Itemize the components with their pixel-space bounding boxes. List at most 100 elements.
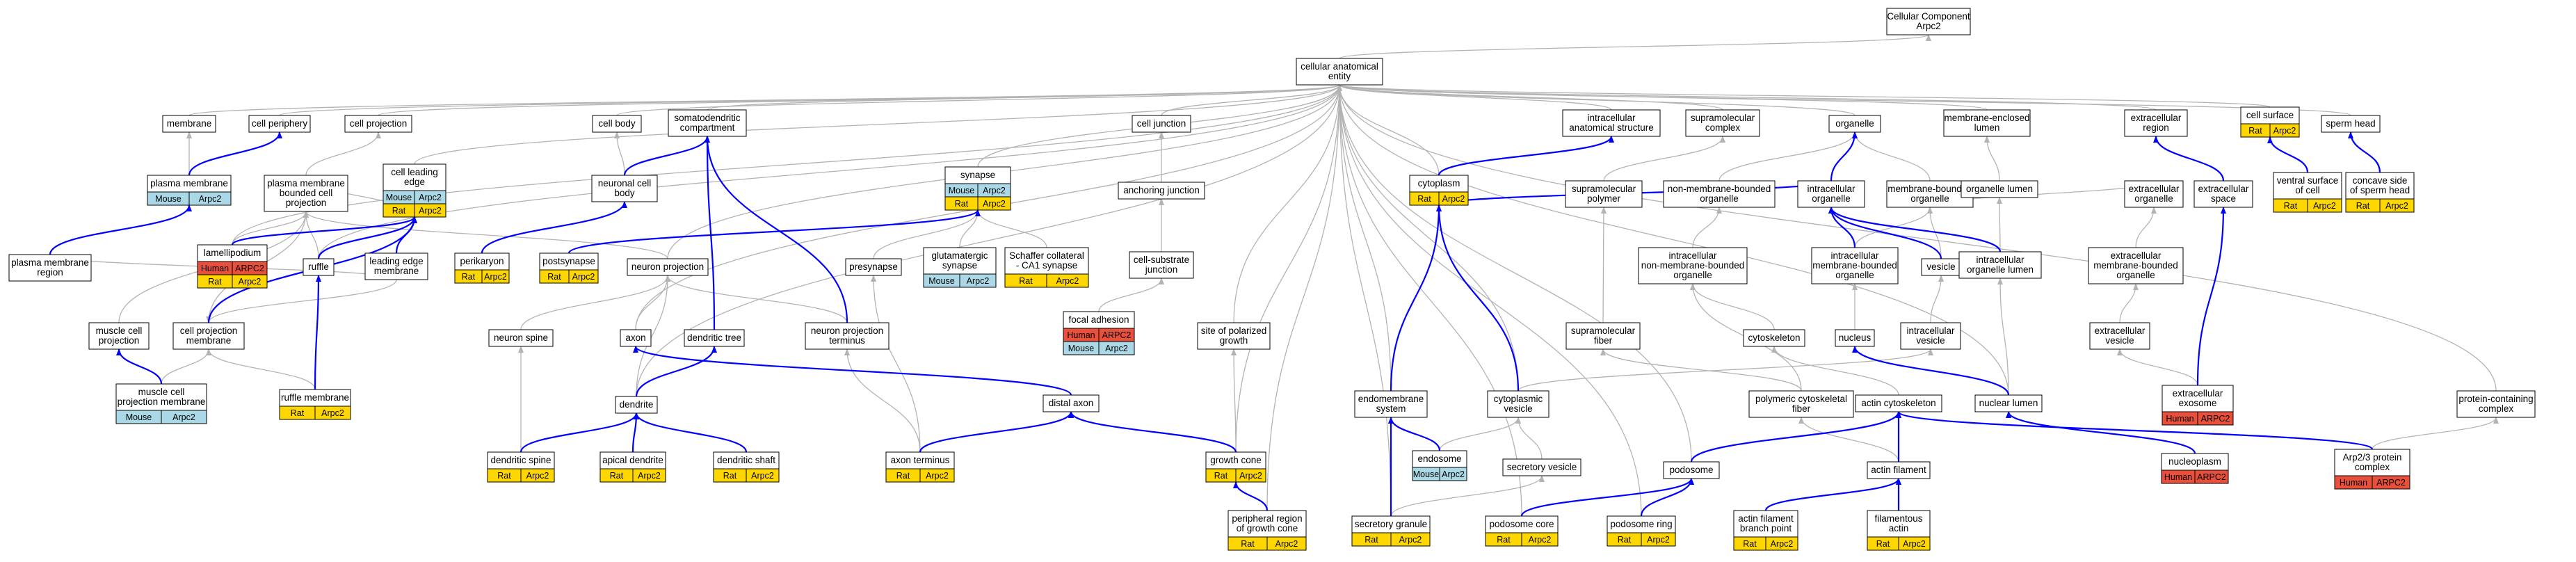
node-ruffle[interactable]: ruffle [303, 258, 335, 276]
node-cytoskel[interactable]: cytoskeleton [1743, 329, 1805, 347]
node-membrane[interactable]: membrane [162, 115, 216, 133]
node-inmbo[interactable]: intracellularnon-membrane-boundedorganel… [1638, 247, 1748, 284]
node-cellbody[interactable]: cell body [592, 115, 642, 133]
node-orglumen[interactable]: organelle lumen [1961, 180, 2038, 198]
node-label: Arp2/3 protein [2343, 452, 2402, 463]
node-nuclumen[interactable]: nuclear lumen [1974, 394, 2043, 412]
node-podosome[interactable]: podosome [1663, 461, 1720, 479]
node-nspine[interactable]: neuron spine [488, 329, 554, 347]
node-organelle[interactable]: organelle [1828, 115, 1881, 133]
node-cellperiph[interactable]: cell periphery [248, 115, 311, 133]
edge-is-a-podcore-cae [1337, 84, 1522, 517]
node-distaxon[interactable]: distal axon [1043, 394, 1100, 412]
node-label: region [2143, 122, 2169, 133]
edge-is-a-mbo-organelle [1852, 131, 1931, 182]
node-actincyto[interactable]: actin cytoskeleton [1855, 394, 1942, 412]
node-spermhead[interactable]: sperm head [2321, 115, 2381, 133]
node-presyn[interactable]: presynapse [845, 258, 902, 276]
node-label: membrane-bounded [1812, 260, 1897, 271]
node-actinfil[interactable]: actin filament [1867, 461, 1931, 479]
node-dendrite[interactable]: dendrite [615, 396, 658, 414]
node-neuproj[interactable]: neuron projection [627, 258, 709, 276]
node-label: growth cone [1210, 455, 1262, 465]
node-nucleus[interactable]: nucleus [1835, 329, 1875, 347]
node-label: vesicle [1916, 335, 1945, 346]
node-anchjunc[interactable]: anchoring junction [1118, 182, 1205, 200]
node-celljunc[interactable]: cell junction [1132, 115, 1191, 133]
species-tag-cell [1765, 536, 1798, 551]
node-label: dendritic shaft [717, 455, 775, 465]
species-tag-label: Rat [2356, 201, 2370, 211]
node-secves[interactable]: secretory vesicle [1502, 458, 1581, 476]
species-tag-cell [977, 196, 1011, 211]
edge-is-a-iastruct-cae [1337, 84, 1612, 111]
node-vesicle[interactable]: vesicle [1921, 258, 1961, 276]
node-axon[interactable]: axon [620, 329, 652, 347]
node-cellproj[interactable]: cell projection [344, 115, 412, 133]
node-dtree[interactable]: dendritic tree [684, 329, 745, 347]
